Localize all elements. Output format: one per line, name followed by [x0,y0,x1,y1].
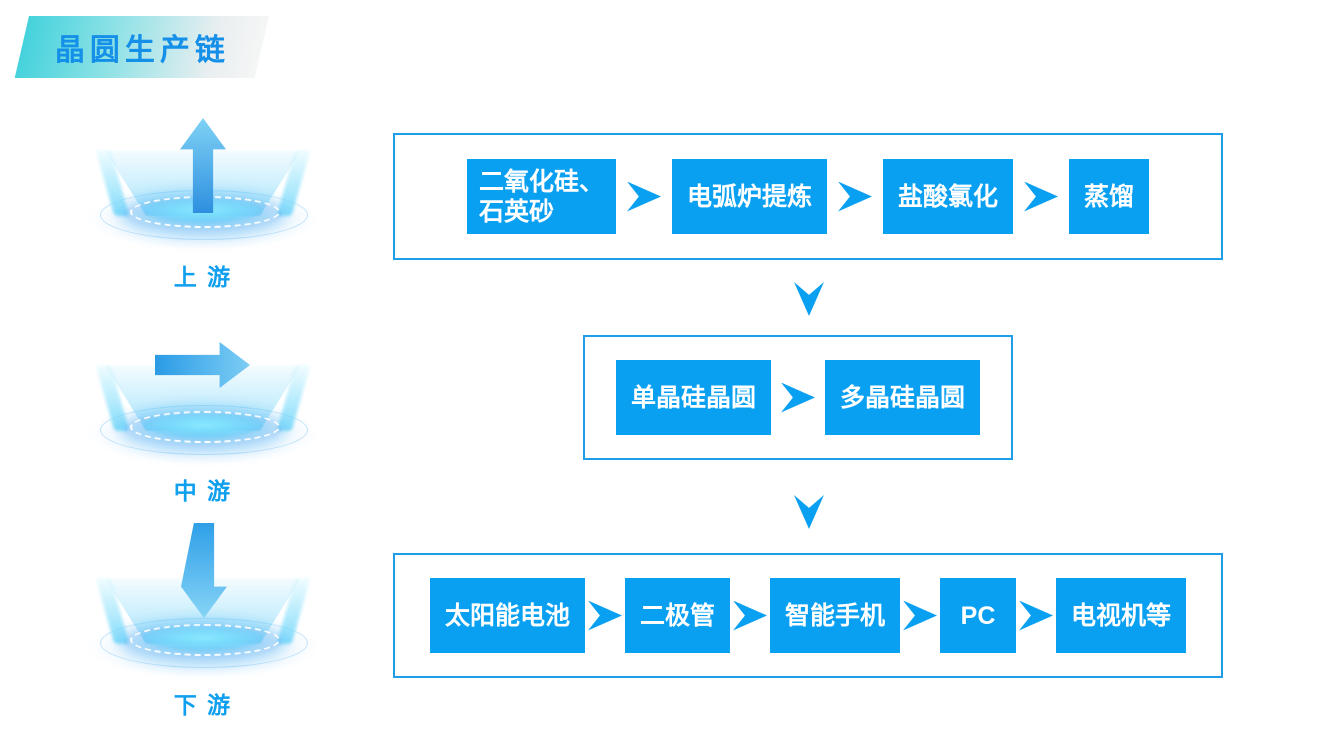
flow-arrow-right-icon [781,382,815,413]
platform-core-glow [143,626,263,650]
platform-wall [95,578,130,644]
platform-rim [124,411,282,447]
platform-ring [100,190,308,240]
process-step-box: 蒸馏 [1069,159,1150,234]
platform-rim [124,624,282,660]
connector-arrow-down-icon [794,282,824,316]
flow-arrow-right-icon [838,181,872,212]
platform-dashed-ring [130,624,280,656]
downstream-process-row: 太阳能电池二极管智能手机 PC 电视机等 [393,553,1223,678]
downstream-arrow-down-icon [181,523,227,618]
platform-dashed-ring [130,411,280,443]
platform-ring [100,618,308,668]
process-step-box: 太阳能电池 [429,578,585,653]
flow-arrow-right-icon [587,600,622,631]
platform-cone [105,578,301,644]
process-step-box: 单晶硅晶圆 [615,360,771,435]
midstream-arrow-right-icon [155,342,250,388]
platform-cone [105,365,301,431]
platform-core-glow [143,198,263,222]
process-step-box: PC [940,578,1017,653]
upstream-arrow-up-icon [180,118,226,213]
page-title: 晶圆生产链 [54,34,230,67]
stage-label-midstream: 中 游 [173,478,233,504]
platform-rim [124,196,282,232]
midstream-process-row: 单晶硅晶圆多晶硅晶圆 [583,335,1013,460]
process-step-box: 二氧化硅、 石英砂 [466,159,616,234]
platform-core-glow [143,413,263,437]
glow-platform-downstream [88,558,318,678]
glow-platform-midstream [88,345,318,465]
glow-platform-upstream [88,130,318,250]
flow-arrow-right-icon [903,600,938,631]
stage-label-upstream: 上 游 [173,264,233,290]
flow-arrow-right-icon [733,600,767,631]
title-banner: 晶圆生产链 [14,16,269,78]
platform-glow [88,188,318,250]
stage-label-downstream: 下 游 [173,692,233,718]
flow-arrow-right-icon [1019,600,1054,631]
platform-ring [100,405,308,455]
connector-arrow-down-icon [794,495,824,529]
platform-glow [88,616,318,678]
platform-wall [276,578,311,644]
platform-wall [95,365,130,431]
flow-arrow-right-icon [1024,181,1059,212]
process-step-box: 二极管 [624,578,730,653]
platform-dashed-ring [130,196,280,228]
flow-arrow-right-icon [626,181,661,212]
upstream-process-row: 二氧化硅、 石英砂电弧炉提炼盐酸氯化蒸馏 [393,133,1223,260]
process-step-box: 智能手机 [770,578,901,653]
platform-wall [276,150,311,216]
platform-glow [88,403,318,465]
process-step-box: 电弧炉提炼 [671,159,827,234]
process-step-box: 电视机等 [1056,578,1187,653]
process-step-box: 多晶硅晶圆 [825,360,981,435]
platform-wall [95,150,130,216]
platform-cone [105,150,301,216]
process-step-box: 盐酸氯化 [883,159,1014,234]
platform-wall [276,365,311,431]
